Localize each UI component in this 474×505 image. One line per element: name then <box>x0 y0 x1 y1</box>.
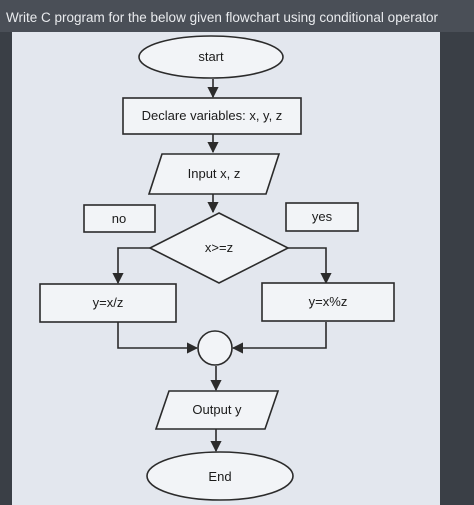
yes-branch-process-box <box>261 282 395 322</box>
output-label: Output y <box>192 402 242 417</box>
no-branch-label: y=x/z <box>93 295 124 310</box>
no-branch-process-box <box>39 283 177 323</box>
arrow-yes-to-merge <box>231 322 327 354</box>
question-text: Write C program for the below given flow… <box>6 10 438 25</box>
declare-process-box <box>122 97 302 135</box>
output-data-box <box>154 390 280 430</box>
decision-diamond <box>148 212 290 284</box>
input-data-box <box>147 153 281 195</box>
no-label-box <box>83 204 156 233</box>
end-label: End <box>208 469 231 484</box>
yes-label-box <box>285 202 359 232</box>
arrow-no-branch <box>112 247 150 285</box>
start-terminator <box>138 35 284 79</box>
input-label: Input x, z <box>188 166 241 181</box>
condition-label: x>=z <box>205 240 233 255</box>
arrow-no-to-merge <box>117 322 199 354</box>
yes-branch-label: y=x%z <box>309 294 348 309</box>
start-label: start <box>198 49 224 64</box>
declare-label: Declare variables: x, y, z <box>142 108 283 123</box>
merge-connector <box>197 330 233 366</box>
no-label: no <box>112 211 126 226</box>
question-header: Write C program for the below given flow… <box>0 0 474 32</box>
yes-label: yes <box>312 209 333 224</box>
end-terminator <box>146 451 294 501</box>
arrow-yes-branch <box>288 247 332 285</box>
